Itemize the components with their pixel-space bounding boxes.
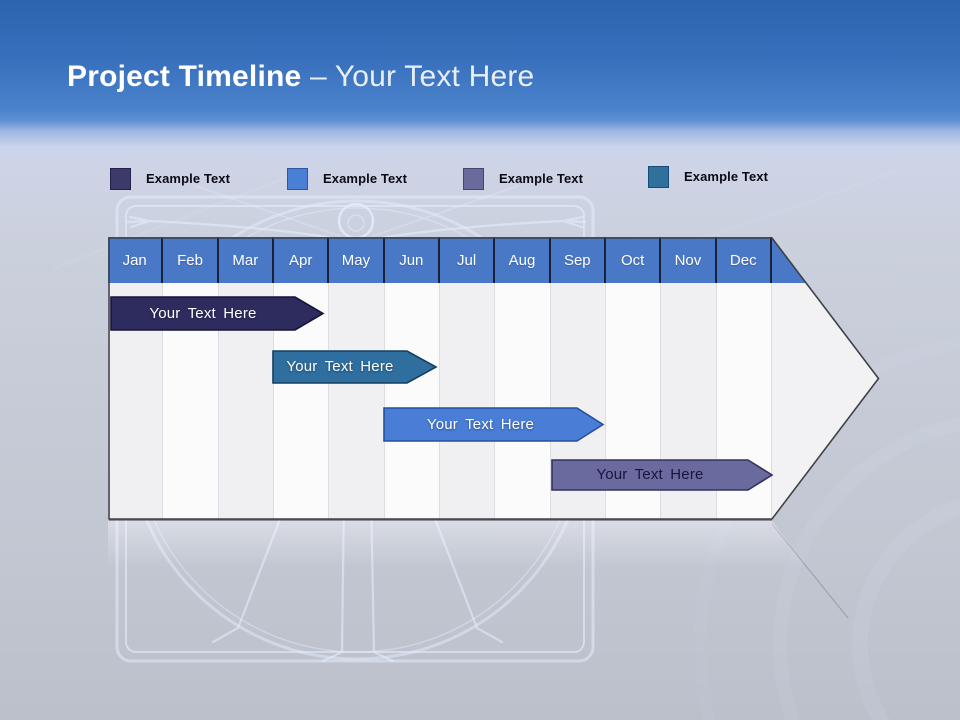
task-bar-3-label[interactable]: Your Text Here (426, 416, 535, 433)
task-bar-1-label[interactable]: Your Text Here (149, 305, 257, 322)
task-bar-4-label[interactable]: Your Text Here (596, 466, 704, 483)
legend-item-3[interactable]: Example Text (463, 167, 583, 190)
slide-title[interactable]: Project Timeline – Your Text Here (67, 60, 534, 94)
table-reflection (108, 521, 827, 593)
slide-title-placeholder: – Your Text Here (309, 60, 535, 93)
legend-item-1[interactable]: Example Text (110, 167, 230, 190)
task-bar-2-label[interactable]: Your Text Here (286, 358, 394, 375)
legend-swatch-dark-indigo (110, 167, 131, 190)
legend-label: Example Text (323, 171, 408, 186)
legend-item-2[interactable]: Example Text (287, 167, 407, 190)
legend-label: Example Text (146, 171, 231, 186)
slide-title-main: Project Timeline (67, 60, 302, 93)
task-bars-layer (110, 296, 774, 491)
legend-swatch-bright-blue (287, 167, 308, 190)
legend-item-4[interactable]: Example Text (648, 165, 768, 188)
legend-label: Example Text (684, 169, 769, 184)
legend-swatch-slate-purple (463, 167, 484, 190)
timeline-arrow-table: Jan Feb Mar Apr May Jun Jul Aug Sep Oct … (108, 237, 880, 521)
legend-swatch-steel-blue (648, 165, 669, 188)
legend-label: Example Text (499, 171, 584, 186)
